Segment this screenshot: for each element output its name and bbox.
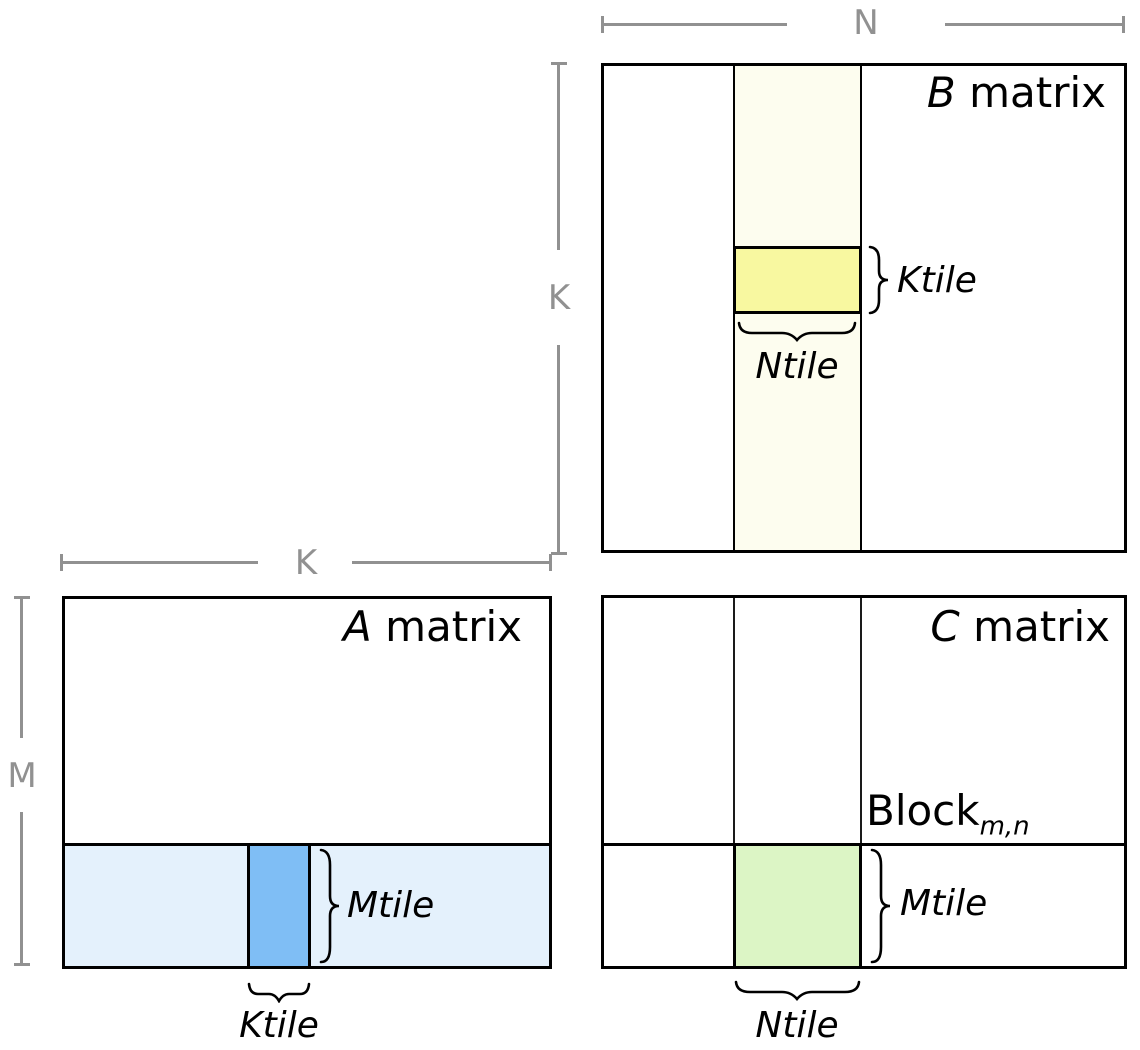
- c-matrix-title: C matrix: [800, 606, 1110, 648]
- b-matrix-title-word: matrix: [969, 68, 1106, 117]
- n-dim-line-right: [945, 23, 1124, 26]
- c-matrix-row-divider: [601, 843, 1127, 846]
- a-matrix-title-letter: A: [342, 602, 372, 651]
- c-matrix-box: [601, 595, 1127, 969]
- c-matrix-title-word: matrix: [973, 602, 1110, 651]
- k-dim-b-tick-top: [551, 62, 567, 65]
- b-ntile-underbrace: [737, 321, 857, 342]
- a-ktile-label: Ktile: [239, 1005, 319, 1046]
- k-dim-a-line-left: [62, 561, 258, 564]
- a-ktile-underbrace: [247, 982, 311, 1003]
- b-ktile-label: Ktile: [897, 260, 977, 301]
- c-block-label: Blockm,n: [866, 790, 1030, 840]
- c-ntile-underbrace: [734, 980, 861, 1001]
- n-dim-label: N: [853, 3, 879, 43]
- m-dim-line-upper: [20, 598, 23, 738]
- k-dim-b-tick-bottom: [551, 552, 567, 555]
- n-dim-line-left: [603, 23, 787, 26]
- a-matrix-title: A matrix: [200, 606, 522, 648]
- n-dim-tick-right: [1122, 16, 1125, 33]
- a-mtile-brace: [319, 848, 340, 964]
- b-ktile-brace: [868, 245, 889, 315]
- m-dim-tick-bottom: [14, 963, 30, 966]
- m-dim-tick-top: [14, 596, 30, 599]
- c-block-label-subscript: m,n: [979, 811, 1030, 842]
- a-mtile-label: Mtile: [347, 885, 435, 926]
- c-mtile-ntile-tile: [733, 843, 862, 969]
- k-dim-a-tick-left: [60, 554, 63, 571]
- a-matrix-title-word: matrix: [385, 602, 522, 651]
- b-matrix-title-letter: B: [926, 68, 956, 117]
- k-dim-a-tick-right: [549, 554, 552, 571]
- k-dim-a-line-right: [352, 561, 551, 564]
- b-matrix-box: [601, 63, 1127, 553]
- k-dim-b-line-lower: [557, 345, 560, 553]
- c-mtile-label: Mtile: [900, 883, 988, 924]
- c-matrix-title-letter: C: [930, 602, 960, 651]
- c-matrix-column-line-left: [733, 598, 735, 843]
- m-dim-line-lower: [20, 812, 23, 964]
- k-dim-a-label: K: [294, 543, 318, 583]
- c-mtile-brace: [870, 848, 891, 964]
- k-dim-b-line-upper: [557, 64, 560, 250]
- n-dim-tick-left: [601, 16, 604, 33]
- b-ntile-label: Ntile: [755, 346, 839, 387]
- b-matrix-title: B matrix: [780, 72, 1106, 114]
- c-matrix-column-line-right: [860, 598, 862, 843]
- k-dim-b-label: K: [547, 278, 571, 318]
- c-block-label-text: Block: [866, 786, 980, 835]
- c-ntile-label: Ntile: [755, 1005, 839, 1046]
- m-dim-label: M: [7, 756, 37, 796]
- a-mtile-ktile-tile: [247, 843, 311, 969]
- b-ktile-ntile-tile: [733, 246, 862, 314]
